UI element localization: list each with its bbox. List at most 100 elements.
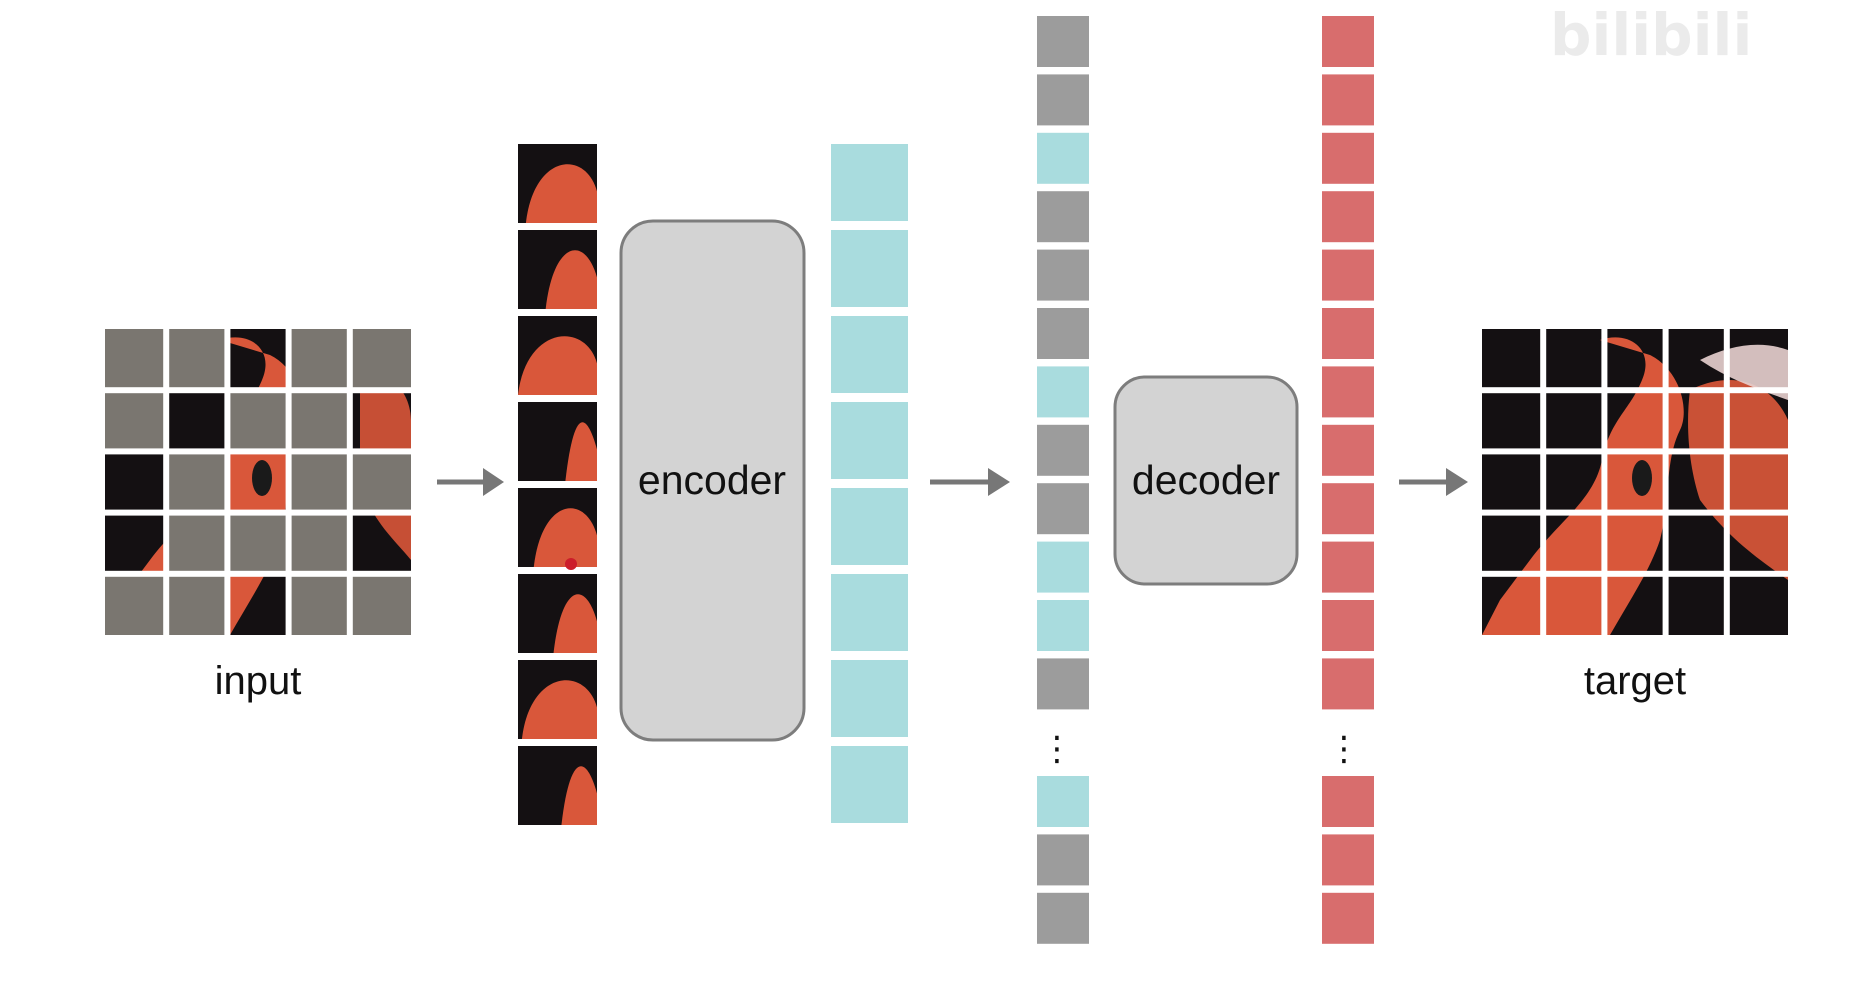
decoder-input-ellipsis: ⋮ [1040, 730, 1074, 768]
visible-patches-column [518, 144, 597, 825]
flamingo-fragment [518, 336, 597, 395]
output-token [1322, 366, 1374, 418]
visible-patch [518, 746, 597, 825]
latent-token [831, 402, 908, 479]
grid-divider [105, 387, 411, 394]
grid-divider [1540, 329, 1547, 635]
mask-token [1037, 74, 1089, 126]
latent-token [831, 746, 908, 823]
visible-patch [518, 488, 597, 567]
masked-patch [288, 329, 350, 391]
encoded-token [1037, 132, 1089, 184]
latent-token [831, 488, 908, 565]
visible-patch [518, 144, 597, 223]
decoder-label: decoder [1132, 457, 1280, 503]
encoded-token [1037, 776, 1089, 827]
latent-token [831, 574, 908, 651]
grid-divider [224, 329, 231, 635]
flamingo-fragment [533, 508, 597, 567]
masked-patch [288, 451, 350, 513]
decoder-input-column [1037, 16, 1089, 944]
decoder-block [1113, 375, 1299, 586]
output-token [1322, 483, 1374, 535]
grid-divider [1601, 329, 1608, 635]
masked-patch [227, 390, 289, 452]
decoder-output-column [1322, 16, 1374, 944]
encoded-token [1037, 366, 1089, 418]
masked-patch [288, 573, 350, 635]
red-dot-marker [565, 558, 577, 570]
output-token [1322, 541, 1374, 593]
masked-patch [105, 329, 167, 391]
decoder-output-ellipsis: ⋮ [1327, 730, 1361, 768]
masked-patch [166, 573, 228, 635]
masked-patch [105, 390, 167, 452]
visible-patch [518, 230, 597, 309]
target-label: target [1584, 659, 1686, 703]
target-grid-lines [1482, 329, 1788, 635]
masked-patch [288, 390, 350, 452]
output-token [1322, 600, 1374, 651]
flamingo-fragment [525, 164, 597, 223]
mask-token [1037, 483, 1089, 535]
input-label: input [215, 659, 302, 703]
masked-patch [166, 329, 228, 391]
output-token [1322, 776, 1374, 827]
mask-token [1037, 658, 1089, 710]
latent-token [831, 230, 908, 307]
grid-divider [1723, 329, 1730, 635]
flamingo-fragment [553, 594, 597, 653]
output-token [1322, 834, 1374, 886]
mask-token [1037, 424, 1089, 476]
mask-token [1037, 308, 1089, 359]
latent-token [831, 660, 908, 737]
grid-divider [285, 329, 292, 635]
grid-divider [346, 329, 353, 635]
grid-divider [105, 570, 411, 577]
output-token [1322, 132, 1374, 184]
arrow-latent-to-tokens-head [988, 468, 1010, 496]
flamingo-fragment [565, 422, 597, 481]
grid-divider [105, 448, 411, 455]
bilibili-watermark: bilibili [1550, 1, 1752, 69]
grid-divider [1482, 387, 1788, 394]
visible-patch [518, 660, 597, 739]
input-image [105, 329, 411, 635]
grid-divider [1482, 570, 1788, 577]
masked-patch [105, 573, 167, 635]
flamingo-fragment [521, 680, 597, 739]
visible-patch [518, 574, 597, 653]
arrow-output-to-target-head [1446, 468, 1468, 496]
flamingo-fragment [545, 250, 597, 309]
watermark: bilibili [1550, 1, 1752, 69]
encoder-block [619, 219, 806, 742]
masked-patch [166, 451, 228, 513]
output-token [1322, 74, 1374, 126]
output-token [1322, 308, 1374, 359]
grid-divider [105, 509, 411, 516]
output-token [1322, 424, 1374, 476]
flamingo-fragment [561, 766, 597, 825]
target-photo [1482, 329, 1788, 635]
latent-token [831, 144, 908, 221]
mask-token [1037, 249, 1089, 301]
input-mask-grid [105, 329, 411, 635]
output-token [1322, 16, 1374, 67]
encoder-label: encoder [638, 457, 786, 503]
input-grid-lines [105, 329, 411, 635]
mask-token [1037, 834, 1089, 886]
output-token [1322, 658, 1374, 710]
latent-token [831, 316, 908, 393]
grid-divider [1662, 329, 1669, 635]
mask-token [1037, 16, 1089, 67]
masked-patch [349, 451, 411, 513]
visible-patch [518, 402, 597, 481]
encoded-token [1037, 600, 1089, 651]
grid-divider [1482, 448, 1788, 455]
arrow-input-to-patches-head [483, 468, 504, 496]
encoded-token [1037, 541, 1089, 593]
masked-patch [349, 329, 411, 391]
output-token [1322, 191, 1374, 243]
masked-patch [288, 512, 350, 574]
